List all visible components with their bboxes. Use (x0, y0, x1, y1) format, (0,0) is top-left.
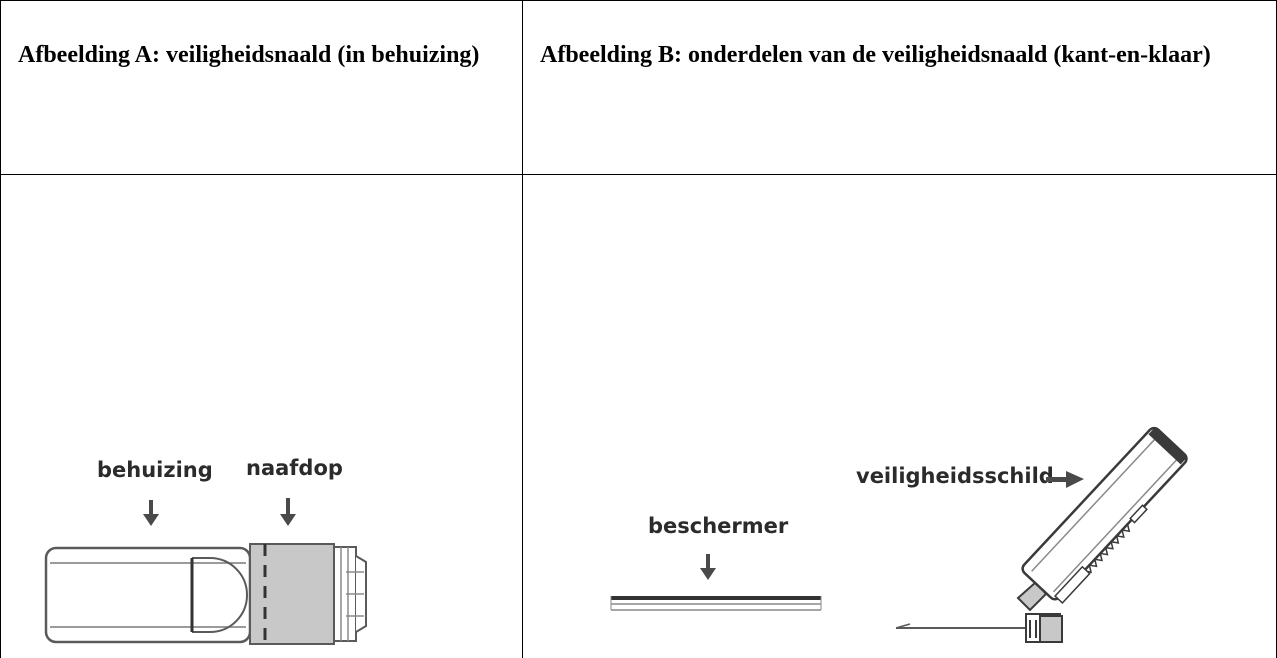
table-border-left (0, 0, 1, 658)
arrow-down-icon (143, 500, 159, 526)
label-housing: behuizing (97, 458, 213, 482)
arrow-down-icon (700, 554, 716, 580)
label-safety-shield: veiligheidsschild (856, 464, 1054, 488)
table-row-divider (0, 174, 1277, 175)
arrow-right-icon (1046, 471, 1084, 488)
arrow-down-icon (280, 498, 296, 526)
label-protector: beschermer (648, 514, 789, 538)
header-figure-b: Afbeelding B: onderdelen van de veilighe… (540, 42, 1211, 68)
protector-drawing (610, 554, 822, 611)
table-column-divider (522, 0, 523, 658)
label-hub-cap: naafdop (246, 456, 343, 480)
header-figure-a: Afbeelding A: veiligheidsnaald (in behui… (18, 42, 480, 68)
table-border-top (0, 0, 1277, 1)
safety-needle-assembled-drawing (895, 426, 1188, 643)
safety-needle-in-housing-drawing (44, 498, 367, 645)
